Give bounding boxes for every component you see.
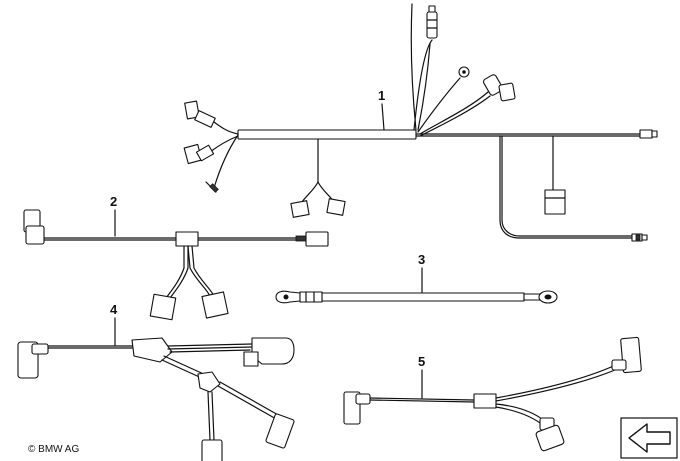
- harness-5-connector-left: [343, 391, 371, 425]
- harness-2-connector-bottom-a: [149, 293, 177, 321]
- harness-2-connector-right: [305, 231, 329, 247]
- harness-5-connector-bottom-right: [535, 417, 565, 452]
- harness-2-connector-left: [23, 209, 45, 245]
- harness-2[interactable]: 2: [23, 194, 329, 321]
- harness-1-connector-mid-left: [183, 143, 215, 165]
- harness-1-connector-elbow: [482, 74, 516, 102]
- harness-1-connector-top: [426, 5, 438, 39]
- harness-4-connector-left: [17, 341, 49, 379]
- harness-5[interactable]: 5: [343, 336, 642, 452]
- copyright-notice: © BMW AG: [28, 444, 80, 455]
- callout-5: 5: [418, 354, 425, 369]
- harness-1[interactable]: 1: [183, 3, 658, 242]
- harness-4-junction: [131, 337, 173, 363]
- harness-4-connector-right: [243, 337, 295, 367]
- harness-4-connector-bottom-right: [265, 413, 295, 449]
- callout-4: 4: [110, 302, 118, 317]
- harness-4-connector-bottom: [201, 439, 223, 461]
- harness-5-junction: [473, 393, 497, 409]
- arrow-left-icon: [628, 423, 671, 453]
- callout-1: 1: [378, 88, 385, 103]
- harness-2-connector-bottom-b: [201, 291, 229, 319]
- harness-1-connector-top-left: [184, 100, 216, 128]
- harness-3[interactable]: 3: [275, 252, 558, 304]
- harness-1-plug-right: [639, 129, 653, 139]
- harness-1-connector-bottom-b: [326, 198, 346, 216]
- harness-4[interactable]: 4: [17, 302, 295, 461]
- harness-5-connector-top-right: [611, 336, 642, 374]
- harness-4-splice: [197, 371, 221, 393]
- harness-3-ring-terminal-right: [523, 290, 558, 304]
- callout-3: 3: [418, 252, 425, 267]
- harness-3-cable: [321, 292, 525, 302]
- callout-2: 2: [110, 194, 117, 209]
- harness-1-connector-right: [544, 189, 566, 215]
- harness-2-junction: [175, 231, 199, 247]
- harness-1-connector-bottom-a: [290, 200, 310, 218]
- back-button[interactable]: [620, 417, 678, 459]
- harness-1-trunk: [237, 129, 417, 140]
- harness-3-terminal-left: [275, 290, 323, 304]
